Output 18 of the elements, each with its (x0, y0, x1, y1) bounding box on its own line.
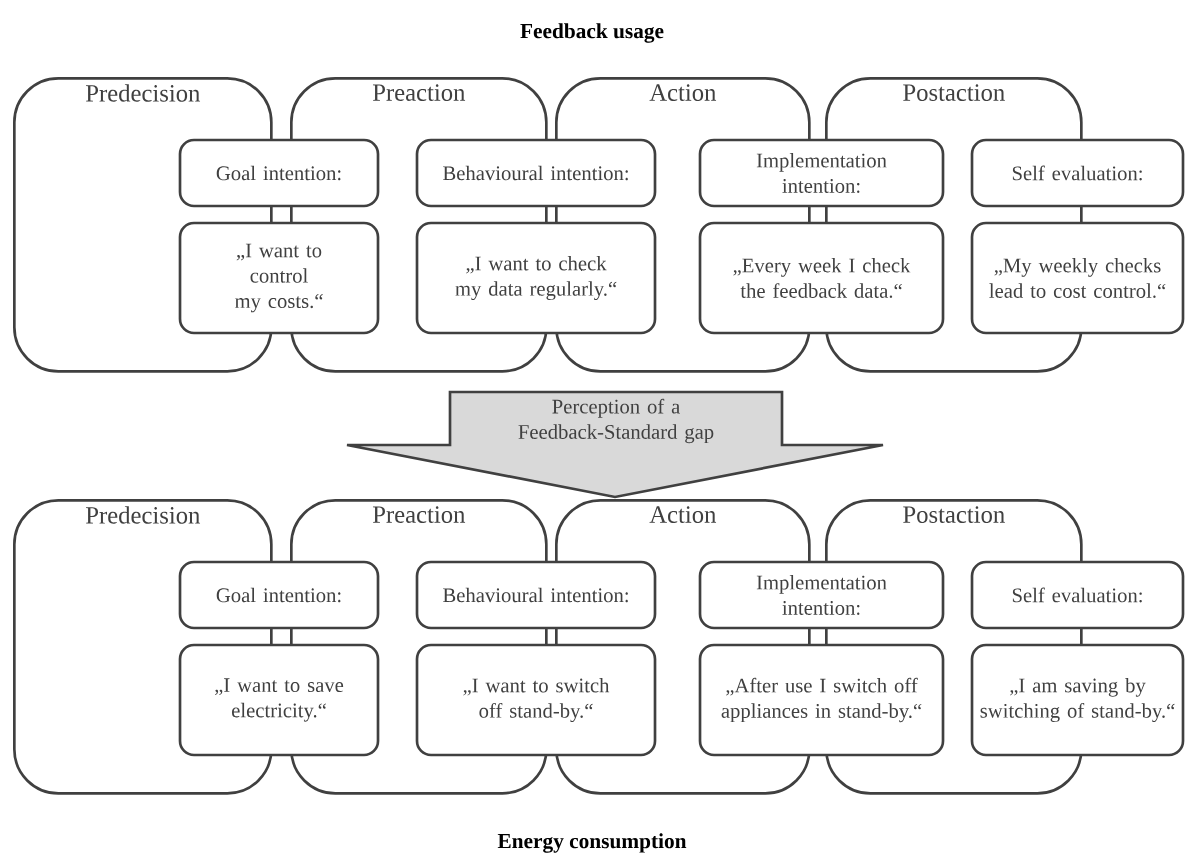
intention-box: Goal intention: (178, 560, 380, 630)
quote-box: „I am saving by switching of stand-by.“ (970, 643, 1185, 757)
intention-box: Goal intention: (178, 138, 380, 208)
intention-box: Self evaluation: (970, 138, 1185, 208)
quote-box: „My weekly checks lead to cost control.“ (970, 221, 1185, 335)
heading: Feedback usage (520, 23, 664, 43)
intention-box: Behavioural intention: (415, 138, 657, 208)
quote-box: „I want to control my costs.“ (178, 221, 380, 335)
quote-box: „After use I switch off appliances in stand-by.“ (698, 643, 945, 757)
intention-box: Self evaluation: (970, 560, 1185, 630)
intention-box: Implementation intention: (698, 138, 945, 208)
quote-box: „I want to switch off stand-by.“ (415, 643, 657, 757)
intention-box: Implementation intention: (698, 560, 945, 630)
intention-box: Behavioural intention: (415, 560, 657, 630)
quote-box: „Every week I check the feedback data.“ (698, 221, 945, 335)
caption: Energy consumption (497, 833, 687, 853)
quote-box: „I want to check my data regularly.“ (415, 221, 657, 335)
quote-box: „I want to save electricity.“ (178, 643, 380, 757)
